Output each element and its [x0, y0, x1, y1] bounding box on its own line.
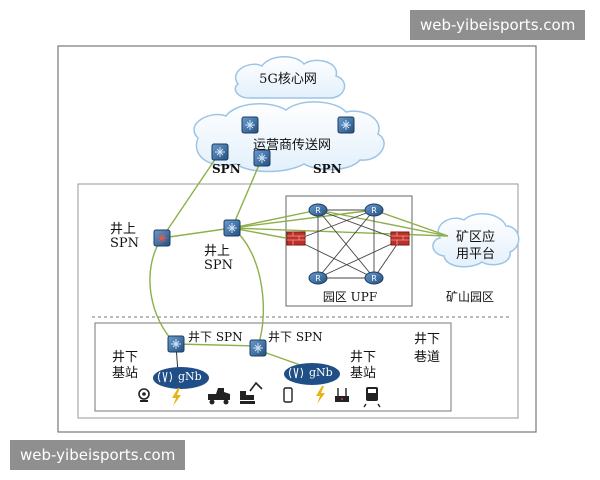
park-upf-box: [285, 195, 413, 307]
carrier-spn-left-icon: [211, 143, 229, 161]
camera-icon: [138, 388, 150, 402]
svg-text:R: R: [371, 206, 377, 215]
gnb-left-label: gNb: [178, 370, 202, 383]
upf-router-br-icon: R: [364, 271, 384, 285]
surface-spn-b-line2: SPN: [204, 258, 234, 273]
outer-frame: [57, 45, 537, 433]
upf-router-tl-icon: R: [308, 203, 328, 217]
svg-text:R: R: [371, 274, 377, 283]
bs-left-line2: 基站: [112, 366, 139, 381]
surface-spn-b-icon: [223, 219, 241, 237]
phone-icon: [283, 387, 293, 403]
upf-router-tr-icon: R: [364, 203, 384, 217]
train-icon: [363, 387, 381, 408]
tunnel-label-line2: 巷道: [414, 350, 441, 365]
core-network-label: 5G核心网: [259, 72, 317, 87]
excavator-icon: [240, 381, 263, 404]
firewall-icon: [286, 231, 306, 246]
lightning-icon: [172, 388, 181, 406]
gnb-right: [284, 363, 340, 385]
mining-park-region: [77, 183, 519, 419]
app-platform-line2: 用平台: [456, 247, 496, 262]
upf-mesh-links: [295, 209, 401, 279]
carrier-spn-left-label: SPN: [212, 162, 241, 176]
tunnel-label-line1: 井下: [414, 332, 441, 347]
gnb-left: [153, 367, 209, 389]
surface-spn-a-line2: SPN: [110, 236, 140, 251]
carrier-network-label: 运营商传送网: [252, 138, 332, 153]
carrier-left-router-icon: [241, 116, 259, 134]
carrier-spn-right-label: SPN: [313, 162, 342, 176]
router-antenna-icon: [335, 388, 349, 402]
lightning-icon: [316, 386, 325, 404]
bs-right-line1: 井下: [350, 350, 377, 365]
bs-right-line2: 基站: [350, 366, 377, 381]
watermark-bottom: web-yibeisports.com: [10, 440, 186, 470]
mining-truck-icon: [208, 388, 230, 405]
surface-spn-b-line1: 井上: [204, 244, 231, 259]
app-platform-line1: 矿区应: [456, 230, 496, 245]
network-devices: R R R R: [153, 116, 384, 357]
underground-spn-right-label: 井下 SPN: [268, 330, 323, 344]
svg-text:R: R: [315, 206, 321, 215]
underground-tunnel-box: [94, 322, 452, 412]
carrier-spn-right-icon: [253, 149, 271, 167]
underground-spn-left-label: 井下 SPN: [188, 330, 243, 344]
upf-router-bl-icon: R: [308, 271, 328, 285]
surface-spn-a-icon: [153, 229, 171, 247]
underground-spn-right-icon: [249, 339, 267, 357]
surface-spn-a-line1: 井上: [110, 222, 137, 237]
firewall-icon: [390, 231, 410, 246]
core-network-cloud: [234, 56, 346, 99]
underground-spn-left-icon: [167, 335, 185, 353]
carrier-right-router-icon: [337, 116, 355, 134]
app-platform-cloud: [432, 213, 520, 268]
gnb-right-label: gNb: [309, 366, 333, 379]
bs-left-line1: 井下: [112, 350, 139, 365]
park-upf-label: 园区 UPF: [322, 290, 378, 304]
watermark-top: web-yibeisports.com: [410, 10, 586, 40]
mining-park-label: 矿山园区: [446, 290, 495, 304]
green-links: [149, 151, 449, 373]
svg-text:R: R: [315, 274, 321, 283]
